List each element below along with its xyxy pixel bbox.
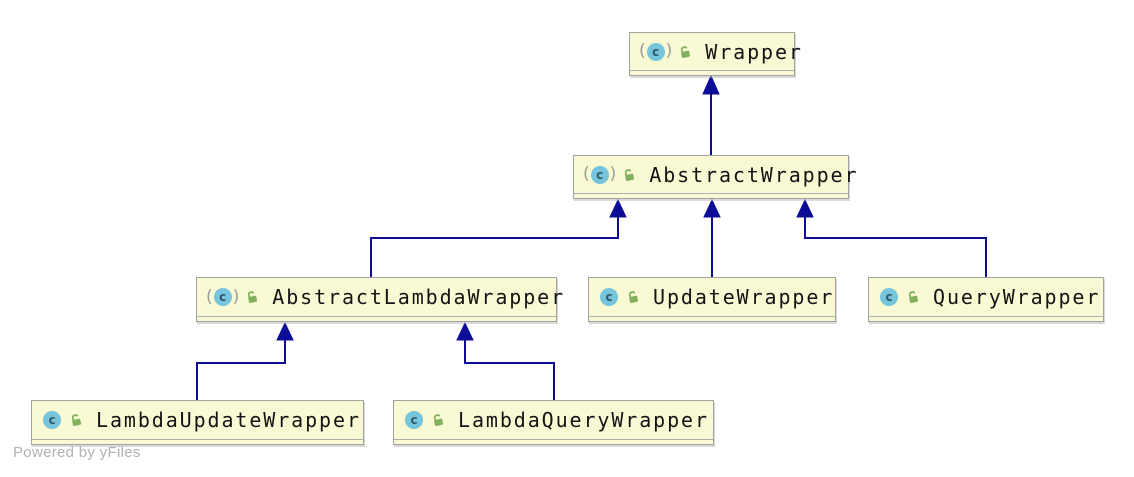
edge-abstractwrapper-extends-wrapper[interactable] — [702, 74, 720, 155]
class-icon: c — [597, 288, 621, 306]
class-node-lambda-update-wrapper[interactable]: c LambdaUpdateWrapper — [31, 400, 364, 445]
yfiles-watermark: Powered by yFiles — [13, 444, 141, 461]
public-lock-icon — [906, 290, 920, 304]
class-node-lambda-query-wrapper[interactable]: c LambdaQueryWrapper — [393, 400, 714, 445]
class-name: AbstractWrapper — [649, 162, 859, 187]
edge-lambdaupdatewrapper-extends-abstractlambdawrapper[interactable] — [196, 321, 294, 400]
class-name: LambdaQueryWrapper — [458, 408, 709, 432]
edge-querywrapper-extends-abstractwrapper[interactable] — [796, 198, 987, 277]
edge-abstractlambdawrapper-extends-abstractwrapper[interactable] — [370, 198, 627, 277]
public-lock-icon — [245, 290, 259, 304]
class-node-update-wrapper[interactable]: c UpdateWrapper — [588, 277, 836, 322]
class-name: QueryWrapper — [933, 285, 1101, 309]
public-lock-icon — [622, 168, 636, 182]
class-name: Wrapper — [705, 39, 803, 64]
class-name: AbstractLambdaWrapper — [272, 285, 566, 309]
class-icon: c — [40, 411, 64, 429]
class-node-query-wrapper[interactable]: c QueryWrapper — [868, 277, 1104, 322]
class-icon: c — [402, 411, 426, 429]
edge-lambdaquerywrapper-extends-abstractlambdawrapper[interactable] — [456, 321, 555, 400]
class-icon: c — [877, 288, 901, 306]
class-node-abstract-lambda-wrapper[interactable]: ( c ) AbstractLambdaWrapper — [196, 277, 563, 322]
abstract-class-icon: ( c ) — [639, 41, 673, 61]
abstract-class-icon: ( c ) — [206, 286, 240, 307]
public-lock-icon — [626, 290, 640, 304]
class-name: LambdaUpdateWrapper — [96, 408, 361, 432]
class-node-abstract-wrapper[interactable]: ( c ) AbstractWrapper — [573, 155, 857, 199]
class-node-wrapper[interactable]: ( c ) Wrapper — [629, 32, 801, 76]
abstract-class-icon: ( c ) — [583, 164, 617, 184]
public-lock-icon — [678, 45, 692, 59]
edge-updatewrapper-extends-abstractwrapper[interactable] — [703, 198, 721, 277]
public-lock-icon — [431, 413, 445, 427]
public-lock-icon — [69, 413, 83, 427]
class-name: UpdateWrapper — [653, 285, 835, 309]
